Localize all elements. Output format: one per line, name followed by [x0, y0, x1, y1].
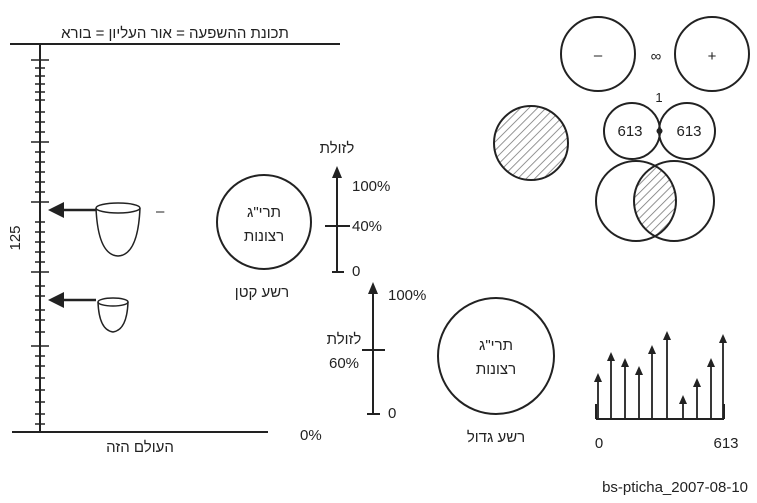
footer-code: bs-pticha_2007-08-10 [602, 479, 748, 496]
small-circle-group: תרי"ג רצונות רשע קטן [216, 174, 312, 301]
left-arrow-icon [48, 202, 64, 218]
arrow-cup-lower [48, 292, 129, 333]
hatched-circle [493, 105, 569, 181]
infinity-sign: ∞ [651, 48, 662, 65]
impulse-chart: 0 613 [594, 331, 739, 452]
up-arrow-icon [332, 166, 342, 178]
up-arrow-icon [707, 358, 715, 367]
small-scale-top-label: לזולת [320, 140, 355, 157]
small-circle-line2: רצונות [244, 228, 284, 245]
top-title: תכונת ההשפעה = אור העליון = בורא [61, 25, 289, 42]
plus-sign: + [708, 48, 717, 65]
small-scale-40: 40% [352, 218, 382, 235]
minus-sign: – [594, 47, 603, 64]
up-arrow-icon [693, 378, 701, 387]
impulse-x-start: 0 [595, 435, 603, 452]
touching-613-circles: 1 613 613 [603, 90, 716, 160]
small-scale-0: 0 [352, 263, 360, 280]
touch-point-label: 1 [655, 90, 662, 105]
bottom-axis-label: העולם הזה [106, 439, 174, 456]
big-scale-outer-0: 0% [300, 427, 322, 444]
big-circle-line1: תרי"ג [479, 337, 513, 354]
up-arrow-icon [621, 358, 629, 367]
big-scale: 100% לזולת 60% 0 0% [300, 282, 426, 444]
up-arrow-icon [594, 373, 602, 382]
small-circle-line1: תרי"ג [247, 204, 281, 221]
up-arrow-icon [635, 366, 643, 375]
left-613: 613 [617, 123, 642, 140]
up-arrow-icon [648, 345, 656, 354]
cup-body [95, 207, 141, 257]
big-scale-100: 100% [388, 287, 426, 304]
up-arrow-icon [607, 352, 615, 361]
cup-rim [97, 297, 129, 307]
up-arrow-icon [719, 334, 727, 343]
cup-rim [95, 202, 141, 214]
right-613: 613 [676, 123, 701, 140]
small-circle-caption: רשע קטן [235, 284, 289, 301]
small-scale: לזולת 100% 40% 0 [320, 140, 391, 280]
up-arrow-icon [679, 395, 687, 404]
minus-plus-pair: – ∞ + [560, 16, 750, 92]
impulse-x-end: 613 [713, 435, 738, 452]
small-dash: – [156, 203, 165, 220]
big-scale-label2: 60% [329, 355, 359, 372]
arrow-cup-upper: – [48, 202, 165, 257]
cup-body [97, 301, 129, 333]
overlapping-circles [595, 160, 715, 242]
big-scale-0: 0 [388, 405, 396, 422]
left-arrow-icon [48, 292, 64, 308]
small-scale-100: 100% [352, 178, 390, 195]
big-scale-label1: לזולת [327, 331, 362, 348]
left-ruler [31, 44, 49, 432]
vertical-label-125: 125 [7, 225, 24, 250]
big-circle-line2: רצונות [476, 361, 516, 378]
up-arrow-icon [368, 282, 378, 294]
big-circle-group: תרי"ג רצונות רשע גדול [437, 297, 555, 446]
big-circle-caption: רשע גדול [467, 429, 525, 446]
up-arrow-icon [663, 331, 671, 340]
